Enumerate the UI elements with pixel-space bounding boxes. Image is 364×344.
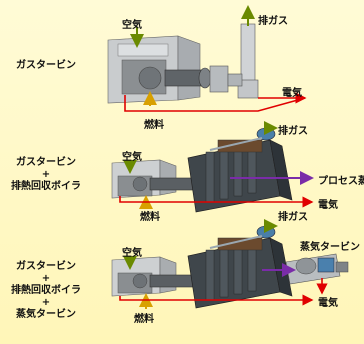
exhaust-label-1: 排ガス <box>258 16 288 27</box>
gas-turbine-unit-1 <box>107 35 229 104</box>
fuel-label-2: 燃料 <box>140 212 160 223</box>
heat-recovery-boiler-3 <box>187 225 293 309</box>
air-label-1: 空気 <box>122 20 142 31</box>
fuel-label-3: 燃料 <box>134 314 154 325</box>
exhaust-stack-1 <box>227 23 259 99</box>
process-steam-label-2: プロセス蒸気 <box>318 176 364 187</box>
exhaust-label-3: 排ガス <box>278 212 308 223</box>
heat-recovery-boiler-2 <box>187 127 293 213</box>
gas-turbine-unit-2 <box>111 159 197 199</box>
electricity-label-1: 電気 <box>282 88 302 99</box>
electricity-line-1 <box>124 95 306 112</box>
air-label-3: 空気 <box>122 248 142 259</box>
air-label-2: 空気 <box>122 152 142 163</box>
gas-turbine-unit-3 <box>111 256 197 297</box>
electricity-arrow-2 <box>119 196 314 208</box>
fuel-label-1: 燃料 <box>144 120 164 131</box>
system-1-title: ガスタービン <box>16 60 76 71</box>
system-3-title: ガスタービン + 排熱回収ボイラ + 蒸気タービン <box>11 261 81 320</box>
steam-turbine-3 <box>285 253 349 285</box>
electricity-arrow-3 <box>119 294 314 306</box>
system-2-title: ガスタービン + 排熱回収ボイラ <box>11 157 81 192</box>
exhaust-label-2: 排ガス <box>278 126 308 137</box>
electricity-label-3: 電気 <box>318 298 338 309</box>
steam-turbine-label-3: 蒸気タービン <box>300 242 360 253</box>
electricity-label-2: 電気 <box>318 200 338 211</box>
